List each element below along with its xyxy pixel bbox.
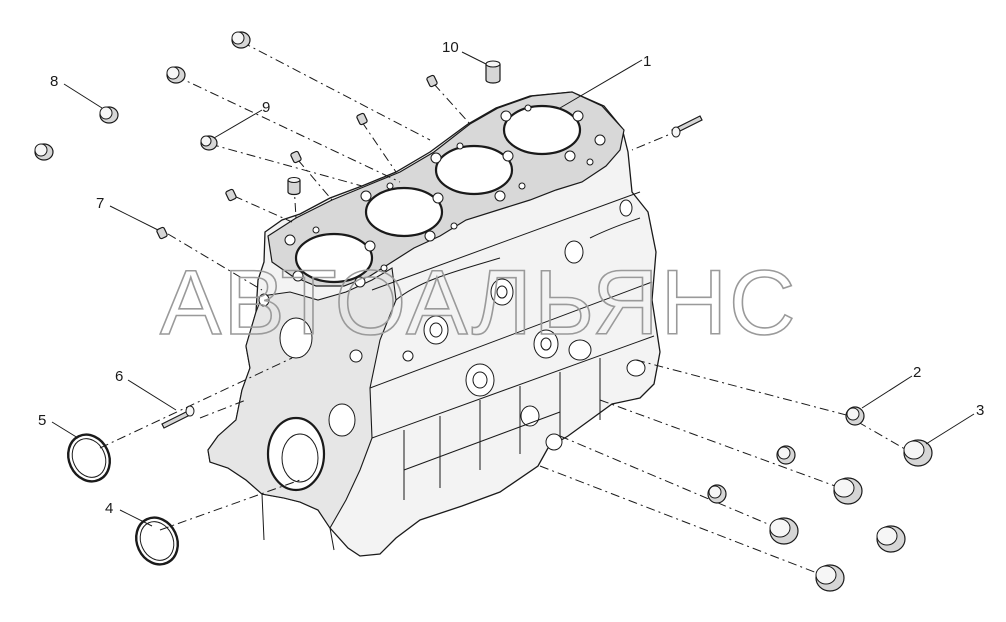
callout-9: 9 xyxy=(262,99,270,116)
part-plug-top2 xyxy=(166,66,186,84)
callout-7: 7 xyxy=(96,195,104,212)
callout-3: 3 xyxy=(976,402,984,419)
part-plug-left xyxy=(34,143,54,161)
part-plug-r1 xyxy=(776,445,796,465)
callout-5: 5 xyxy=(38,412,46,429)
block-side-ports xyxy=(258,199,646,451)
part-plug-top xyxy=(231,31,251,49)
cylinder-block xyxy=(207,91,661,557)
callout-4: 4 xyxy=(105,500,113,517)
part-dowel-c xyxy=(290,150,302,164)
part-dowel-b xyxy=(356,112,368,126)
part-dowel-e xyxy=(225,188,237,202)
block-front-face xyxy=(207,267,397,530)
cylinder-bore-3 xyxy=(434,144,514,196)
callout-1: 1 xyxy=(643,53,651,70)
cylinder-bore-2 xyxy=(364,186,444,238)
callout-8: 8 xyxy=(50,73,58,90)
callouts: 1 2 3 4 5 6 7 8 9 10 xyxy=(38,39,984,527)
cylinder-bore-4 xyxy=(502,104,582,156)
part-plug-r5 xyxy=(876,525,906,553)
assembly-lines xyxy=(99,41,911,579)
deck-holes xyxy=(284,104,606,288)
part-dowel-a xyxy=(426,74,438,88)
part-2-plug xyxy=(845,406,865,426)
part-3-plug xyxy=(903,439,933,467)
part-4-ring xyxy=(135,516,179,566)
part-plug-r4 xyxy=(769,517,799,545)
part-plug-r2 xyxy=(833,477,863,505)
cylinder-bore-1 xyxy=(294,232,374,284)
part-dowel-d xyxy=(287,177,301,196)
block-detail-lines xyxy=(261,191,655,551)
part-9-plug xyxy=(200,135,218,151)
part-10-dowel xyxy=(485,60,501,84)
callout-10: 10 xyxy=(442,39,459,56)
part-7-dowel xyxy=(156,226,168,240)
part-8-plug xyxy=(99,106,119,124)
callout-6: 6 xyxy=(115,368,123,385)
part-6-bolt xyxy=(161,405,195,429)
crank-bore-inner xyxy=(281,433,319,483)
callout-2: 2 xyxy=(913,364,921,381)
loose-parts xyxy=(34,31,933,592)
part-plug-r3 xyxy=(707,484,727,504)
part-plug-r6 xyxy=(815,564,845,592)
part-stud-right xyxy=(671,115,703,138)
watermark-text: АВТОАЛЬЯНС xyxy=(160,252,798,354)
part-5-ring xyxy=(67,433,111,483)
